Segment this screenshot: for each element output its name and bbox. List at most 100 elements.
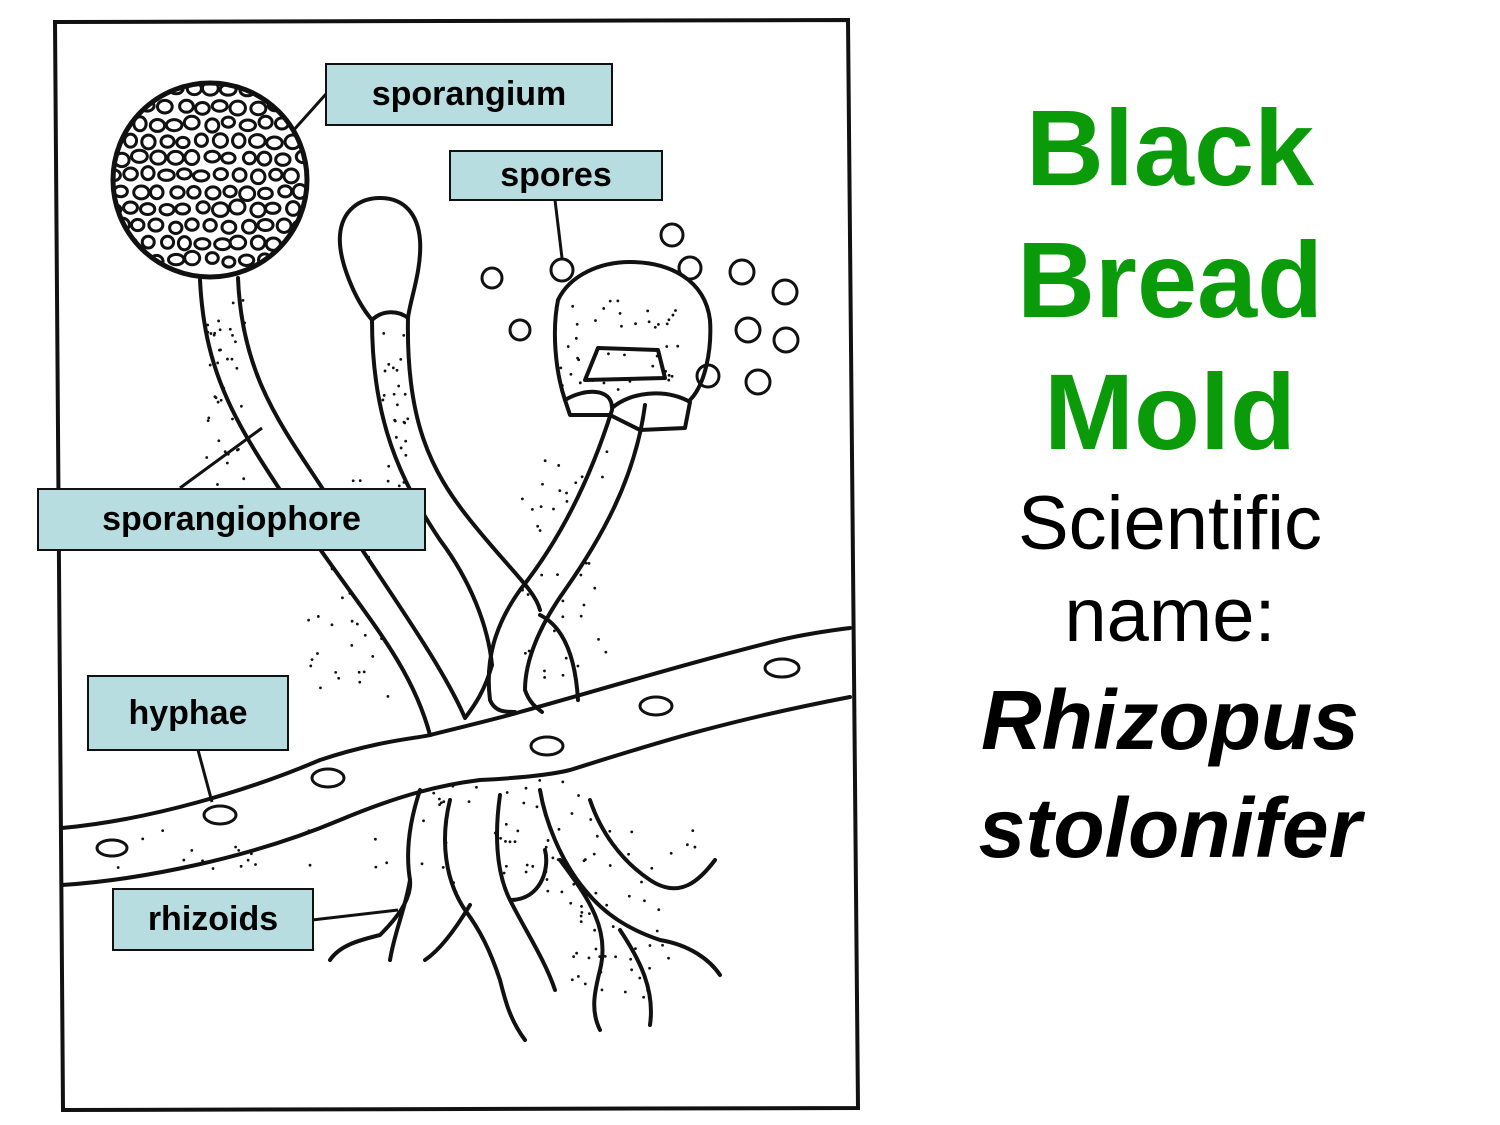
stipple-dot: [623, 990, 627, 994]
middle-stalk-right: [405, 316, 542, 612]
sporangium-cell: [129, 148, 149, 164]
stipple-dot: [404, 439, 408, 443]
stipple-dot: [216, 361, 220, 365]
title-block: Black Bread Mold Scientific name: Rhizop…: [935, 82, 1405, 882]
stipple-dot: [666, 940, 670, 944]
stipple-dot: [579, 614, 583, 618]
sporangium-cell: [237, 253, 256, 268]
stipple-dot: [599, 970, 603, 974]
sporangium-cell: [147, 217, 165, 233]
sporangium-cell: [285, 200, 302, 217]
stipple-dot: [381, 398, 385, 402]
stipple-dot: [524, 870, 528, 874]
stipple-dot: [601, 529, 604, 532]
stipple-dot: [572, 882, 576, 886]
stipple-dot: [395, 403, 399, 407]
stipple-dot: [387, 362, 391, 366]
stipple-dot: [543, 459, 547, 463]
stipple-dot: [243, 321, 247, 325]
stipple-dot: [407, 367, 411, 371]
stipple-dot: [330, 567, 334, 571]
stipple-dot: [592, 852, 596, 856]
stipple-dot: [561, 673, 565, 677]
stipple-dot: [608, 299, 612, 303]
leader-hyphae: [196, 749, 214, 803]
stipple-dot: [218, 348, 221, 352]
stipple-dot: [161, 829, 165, 833]
stipple-dot: [640, 880, 643, 884]
spore: [772, 326, 800, 354]
stipple-dot: [667, 373, 671, 377]
stipple-dot: [653, 325, 657, 329]
stipple-dot: [634, 947, 637, 951]
sporangium-cell: [203, 149, 222, 164]
stipple-dot: [231, 301, 235, 305]
stipple-dot: [693, 845, 697, 849]
stipple-dot: [382, 393, 386, 397]
stipple-dot: [341, 596, 344, 600]
stipple-dot: [571, 304, 575, 308]
sporangium-cell: [204, 251, 220, 265]
stipple-dot: [531, 864, 535, 868]
stipple-dot: [504, 864, 508, 868]
stipple-dot: [630, 830, 634, 834]
sporangium-cell: [264, 236, 282, 252]
stipple-dot: [664, 369, 668, 373]
stipple-dot: [604, 650, 608, 654]
stipple-dot: [438, 803, 441, 807]
stipple-dot: [593, 928, 597, 932]
mold-illustration: [60, 80, 852, 1042]
burst-sporangium: [552, 260, 713, 402]
sporangium-cell: [157, 168, 176, 182]
stipple-dot: [623, 353, 626, 357]
sporangium-cell: [149, 149, 168, 166]
sporangium-cell: [183, 148, 201, 166]
stipple-dot: [557, 464, 561, 467]
hypha-upper-edge: [60, 626, 852, 830]
stipple-dot: [608, 864, 612, 867]
sporangium-cell: [113, 168, 122, 183]
stipple-dot: [594, 319, 597, 322]
stipple-dot: [499, 836, 503, 840]
sporangium-cell: [228, 198, 247, 216]
stipple-dot: [667, 318, 671, 322]
stipple-dot: [650, 866, 654, 870]
stipple-dot: [351, 479, 355, 483]
hypha-lower-edge: [60, 695, 852, 887]
stipple-dot: [685, 843, 689, 847]
sporangium-cell: [113, 184, 129, 199]
stipple-dot: [527, 660, 531, 664]
stipple-dot: [603, 954, 607, 958]
sporangium-cell: [213, 237, 232, 252]
sporangium-cell: [176, 235, 192, 252]
stipple-dot: [182, 858, 186, 862]
stipple-dot: [386, 479, 390, 483]
stipple-dot: [254, 863, 257, 866]
sporangium-cell: [113, 83, 130, 98]
stipple-dot: [399, 446, 403, 450]
stipple-dot: [582, 603, 586, 607]
sporangium-cell: [164, 118, 184, 133]
sporangium-cell: [159, 234, 176, 250]
sporangium-cell: [186, 184, 202, 200]
spore: [695, 363, 721, 389]
stipple-dot: [441, 866, 445, 869]
stipple-dot: [225, 461, 229, 465]
stipple-dot: [399, 357, 403, 361]
stipple-dot: [141, 837, 145, 841]
stipple-dot: [569, 372, 573, 376]
stipple-dot: [239, 404, 243, 408]
right-stalk-left: [486, 408, 614, 714]
stipple-dot: [594, 891, 598, 895]
stipple-dot: [657, 322, 660, 326]
sporangium-cell: [256, 217, 275, 233]
stipple-dot: [642, 995, 646, 999]
stipple-dot: [595, 834, 599, 838]
stipple-dot: [523, 651, 527, 655]
stipple-dot: [493, 831, 497, 835]
stipple-dot: [561, 615, 565, 619]
stipple-dot: [544, 870, 548, 874]
sporangium-cell: [131, 83, 148, 99]
stipple-dot: [206, 419, 210, 423]
sporangium-cell: [273, 116, 290, 131]
